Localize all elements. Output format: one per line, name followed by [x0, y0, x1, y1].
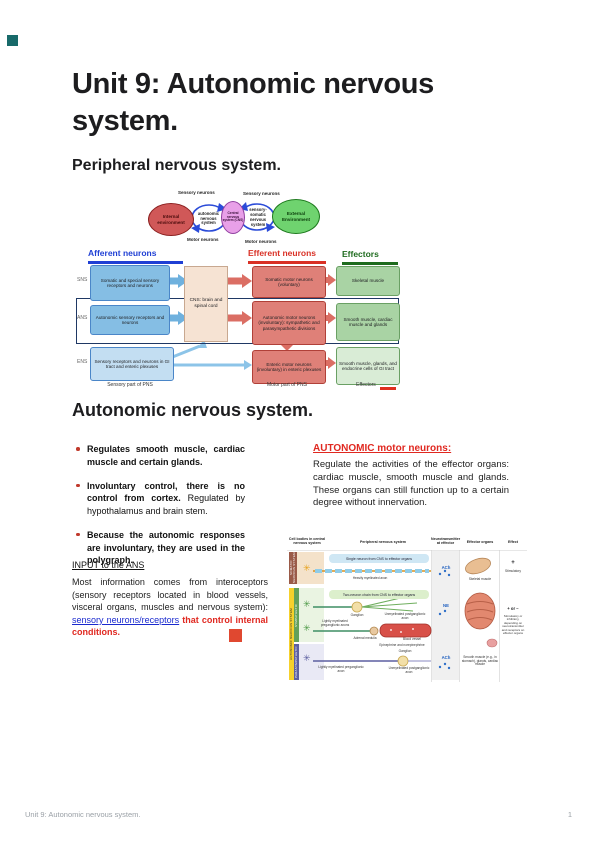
bullet-bold-text: Because the autonomic responses are invo…	[87, 529, 245, 566]
ans-afferent-box: Autonomic sensory receptors and neurons	[90, 305, 170, 335]
neurotransmitter-column-band	[432, 551, 459, 680]
sns-effector-box: Skeletal muscle	[336, 266, 400, 296]
sympathetic-neuron-icon: ✳	[303, 599, 311, 609]
myelinated-axon-label: Heavily myelinated axon	[352, 576, 388, 580]
row-tag-sns: SNS	[77, 277, 88, 283]
input-section-paragraph: Most information comes from interoceptor…	[72, 576, 268, 639]
page-title: Unit 9: Autonomic nervous system.	[72, 68, 434, 137]
preganglionic-sym-label: Lightly myelinated preganglionic axons	[320, 619, 350, 627]
motor-neurons-label-right: Motor neurons	[245, 239, 277, 244]
ne-label: NE	[443, 603, 449, 608]
parasympathetic-neuron-icon: ✳	[303, 653, 311, 663]
figure-header-neurotransmitter: Neurotransmitter at effector	[431, 537, 461, 546]
bullet-dot	[76, 532, 80, 537]
ach-label-somatic: ACh	[441, 565, 451, 570]
effectors-bottom-label: Effectors	[356, 382, 376, 388]
bullet-dot	[76, 447, 80, 451]
single-neuron-banner: Single neuron from CNS to effector organ…	[329, 554, 429, 563]
figure-header-effect: Effect	[508, 540, 518, 544]
bullet-normal-text: Regulated by hypothalamus and brain stem…	[87, 493, 245, 517]
corner-mark	[7, 35, 18, 46]
sensory-neurons-label-left: Sensory neurons	[178, 190, 215, 195]
figure-header-cns: Cell bodies in central nervous system	[288, 537, 326, 546]
ans-effector-box: Smooth muscle, cardiac muscle and glands	[336, 303, 400, 341]
row-tag-ans: ANS	[77, 315, 88, 321]
cns-oval: Central nervous system (CNS)	[221, 201, 245, 234]
environment-cns-diagram: Internal environment Central nervous sys…	[145, 189, 321, 249]
motor-pathways-figure: Cell bodies in central nervous system Pe…	[287, 536, 527, 682]
motor-neurons-paragraph: Regulate the activities of the effector …	[313, 459, 509, 509]
internal-environment-oval: Internal environment	[148, 203, 194, 236]
somatic-cellbody-band	[297, 552, 324, 584]
postganglionic-sym-label: Unmyelinated postganglionic axon	[384, 612, 426, 620]
ganglion-label-sym: Ganglion	[350, 613, 364, 617]
stimulatory-label: Stimulatory	[505, 569, 521, 573]
ach-label-para: ACh	[441, 655, 451, 660]
postganglionic-para-label: Unmyelinated postganglionic axon	[388, 666, 430, 674]
figure-header-pns: Peripheral nervous system	[360, 540, 406, 544]
sns-efferent-box: Somatic motor neurons (voluntary)	[252, 266, 326, 298]
list-item: Regulates smooth muscle, cardiac muscle …	[74, 443, 245, 469]
smooth-muscle-label: Smooth muscle (e.g., in stomach), glands…	[461, 655, 499, 667]
effect-plus-minus: + or −	[507, 606, 519, 611]
effect-note: Stimulatory or inhibitory, depending on …	[501, 614, 525, 636]
red-dash-mark	[380, 387, 396, 390]
skeletal-muscle-label: Skeletal muscle	[468, 577, 492, 581]
red-square-mark	[229, 629, 242, 642]
pathway-lines	[287, 550, 527, 682]
two-neuron-banner: Two-neuron chain from CNS to effector or…	[329, 590, 429, 599]
bullet-bold-text: Regulates smooth muscle, cardiac muscle …	[87, 444, 245, 467]
sns-afferent-box: Somatic and special sensory receptors an…	[90, 265, 170, 301]
figure-header-effector-organs: Effector organs	[466, 540, 494, 544]
input-red-text: that control internal conditions.	[72, 614, 268, 638]
ans-efferent-box: Autonomic motor neurons (involuntary): s…	[252, 301, 326, 345]
list-item: Because the autonomic responses are invo…	[74, 529, 245, 567]
footer-title: Unit 9: Autonomic nervous system.	[25, 810, 141, 819]
ens-afferent-box: Sensory receptors and neurons in GI trac…	[90, 347, 174, 381]
parasympathetic-cellbody-band	[299, 644, 324, 680]
cns-box: CNS: brain and spinal cord	[184, 266, 228, 342]
footer-page-number: 1	[567, 810, 572, 819]
list-item: Involuntary control, there is no control…	[74, 480, 245, 518]
row-tag-ens: ENS	[77, 359, 88, 365]
bullet-bold-text: Involuntary control, there is no control…	[87, 480, 245, 504]
epinephrine-label: Epinephrine and norepinephrine	[379, 643, 425, 647]
external-environment-oval: External Environment	[272, 199, 320, 234]
effectors-underline	[342, 262, 398, 265]
sensory-neurons-label-right: Sensory neurons	[243, 191, 280, 196]
blood-vessel-label: Blood vessel	[402, 637, 422, 641]
efferent-column-header: Efferent neurons	[248, 248, 317, 258]
effectors-column-header: Effectors	[342, 249, 379, 259]
somatic-neuron-icon: ✳	[303, 563, 311, 573]
input-body-text: Most information comes from interoceptor…	[72, 577, 268, 613]
ans-bullet-list: Regulates smooth muscle, cardiac muscle …	[74, 443, 246, 578]
motor-neurons-label-left: Motor neurons	[187, 237, 219, 242]
ens-effector-box: Smooth muscle, glands, and endocrine cel…	[336, 347, 400, 385]
efferent-underline	[248, 261, 326, 264]
sympathetic-neuron2-icon: ✳	[303, 623, 311, 633]
bullet-dot	[76, 483, 80, 488]
motor-neurons-heading: AUTONOMIC motor neurons:	[313, 443, 452, 454]
ens-efferent-box: Enteric motor neurons (involuntary) in e…	[252, 350, 326, 384]
sensory-somatic-system-label: sensory-somatic nervous system	[249, 207, 267, 227]
preganglionic-para-label: Lightly myelinated preganglionic axon	[318, 665, 364, 673]
afferent-underline	[88, 261, 183, 264]
input-section-heading: INPUT to the ANS	[72, 560, 145, 570]
adrenal-medulla-label: Adrenal medulla	[353, 636, 377, 640]
motor-part-label: Motor part of PNS	[266, 382, 307, 388]
sensory-part-label: Sensory part of PNS	[107, 382, 153, 388]
sensory-neurons-link[interactable]: sensory neurons/receptors	[72, 614, 180, 625]
afferent-column-header: Afferent neurons	[88, 248, 157, 258]
sympathetic-cellbody-band	[299, 588, 324, 642]
effect-plus: +	[511, 560, 515, 566]
pns-flowchart: Afferent neurons Efferent neurons Effect…	[75, 248, 400, 395]
peripheral-heading: Peripheral nervous system.	[72, 157, 281, 174]
ganglion-label-para: Ganglion	[398, 649, 412, 653]
autonomic-heading: Autonomic nervous system.	[72, 400, 314, 420]
loop-arrows	[191, 202, 275, 233]
autonomic-system-label: autonomic nervous system	[197, 210, 220, 226]
